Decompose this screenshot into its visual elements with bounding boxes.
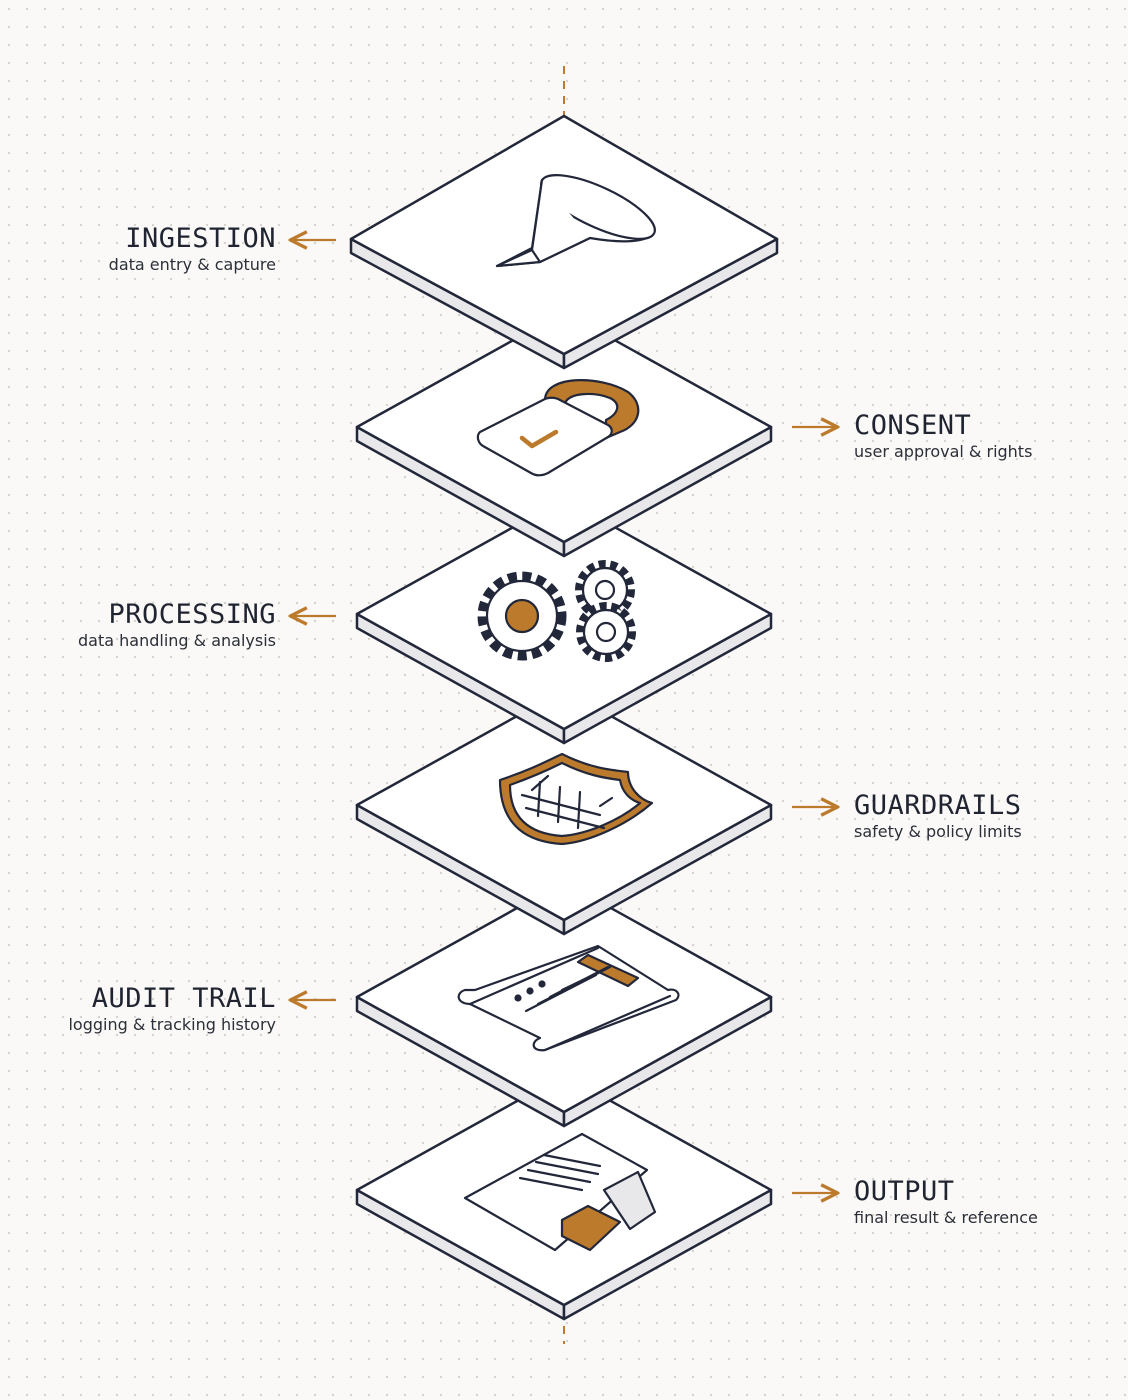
label-consent: CONSENT user approval & rights xyxy=(854,411,1032,463)
plate-output xyxy=(355,1073,773,1321)
plate-ingestion xyxy=(349,114,779,370)
label-audit-trail: AUDIT TRAIL logging & tracking history xyxy=(68,984,276,1036)
label-guardrails: GUARDRAILS safety & policy limits xyxy=(854,791,1022,843)
padlock-check-icon xyxy=(476,379,640,477)
layer-subtitle: final result & reference xyxy=(854,1208,1038,1227)
layer-title: PROCESSING xyxy=(108,599,276,630)
layer-subtitle: user approval & rights xyxy=(854,442,1033,461)
plate-consent xyxy=(355,310,773,558)
plate-processing xyxy=(355,497,773,745)
layer-subtitle: safety & policy limits xyxy=(854,822,1022,841)
layer-title: OUTPUT xyxy=(854,1176,955,1207)
document-export-icon xyxy=(463,1132,657,1252)
shield-railing-icon xyxy=(498,752,654,846)
layer-title: AUDIT TRAIL xyxy=(91,983,276,1014)
layer-subtitle: logging & tracking history xyxy=(68,1015,276,1034)
label-ingestion: INGESTION data entry & capture xyxy=(109,224,276,276)
gears-icon xyxy=(477,560,636,662)
label-output: OUTPUT final result & reference xyxy=(854,1177,1038,1229)
label-processing: PROCESSING data handling & analysis xyxy=(78,600,276,652)
plate-audit xyxy=(355,880,773,1128)
layer-subtitle: data handling & analysis xyxy=(78,631,276,650)
layer-subtitle: data entry & capture xyxy=(108,255,276,274)
layer-title: CONSENT xyxy=(854,410,972,441)
layer-title: GUARDRAILS xyxy=(854,790,1022,821)
scroll-log-icon xyxy=(457,944,680,1052)
layer-title: INGESTION xyxy=(125,223,276,254)
plate-guardrails xyxy=(355,688,773,936)
funnel-icon xyxy=(495,174,656,268)
